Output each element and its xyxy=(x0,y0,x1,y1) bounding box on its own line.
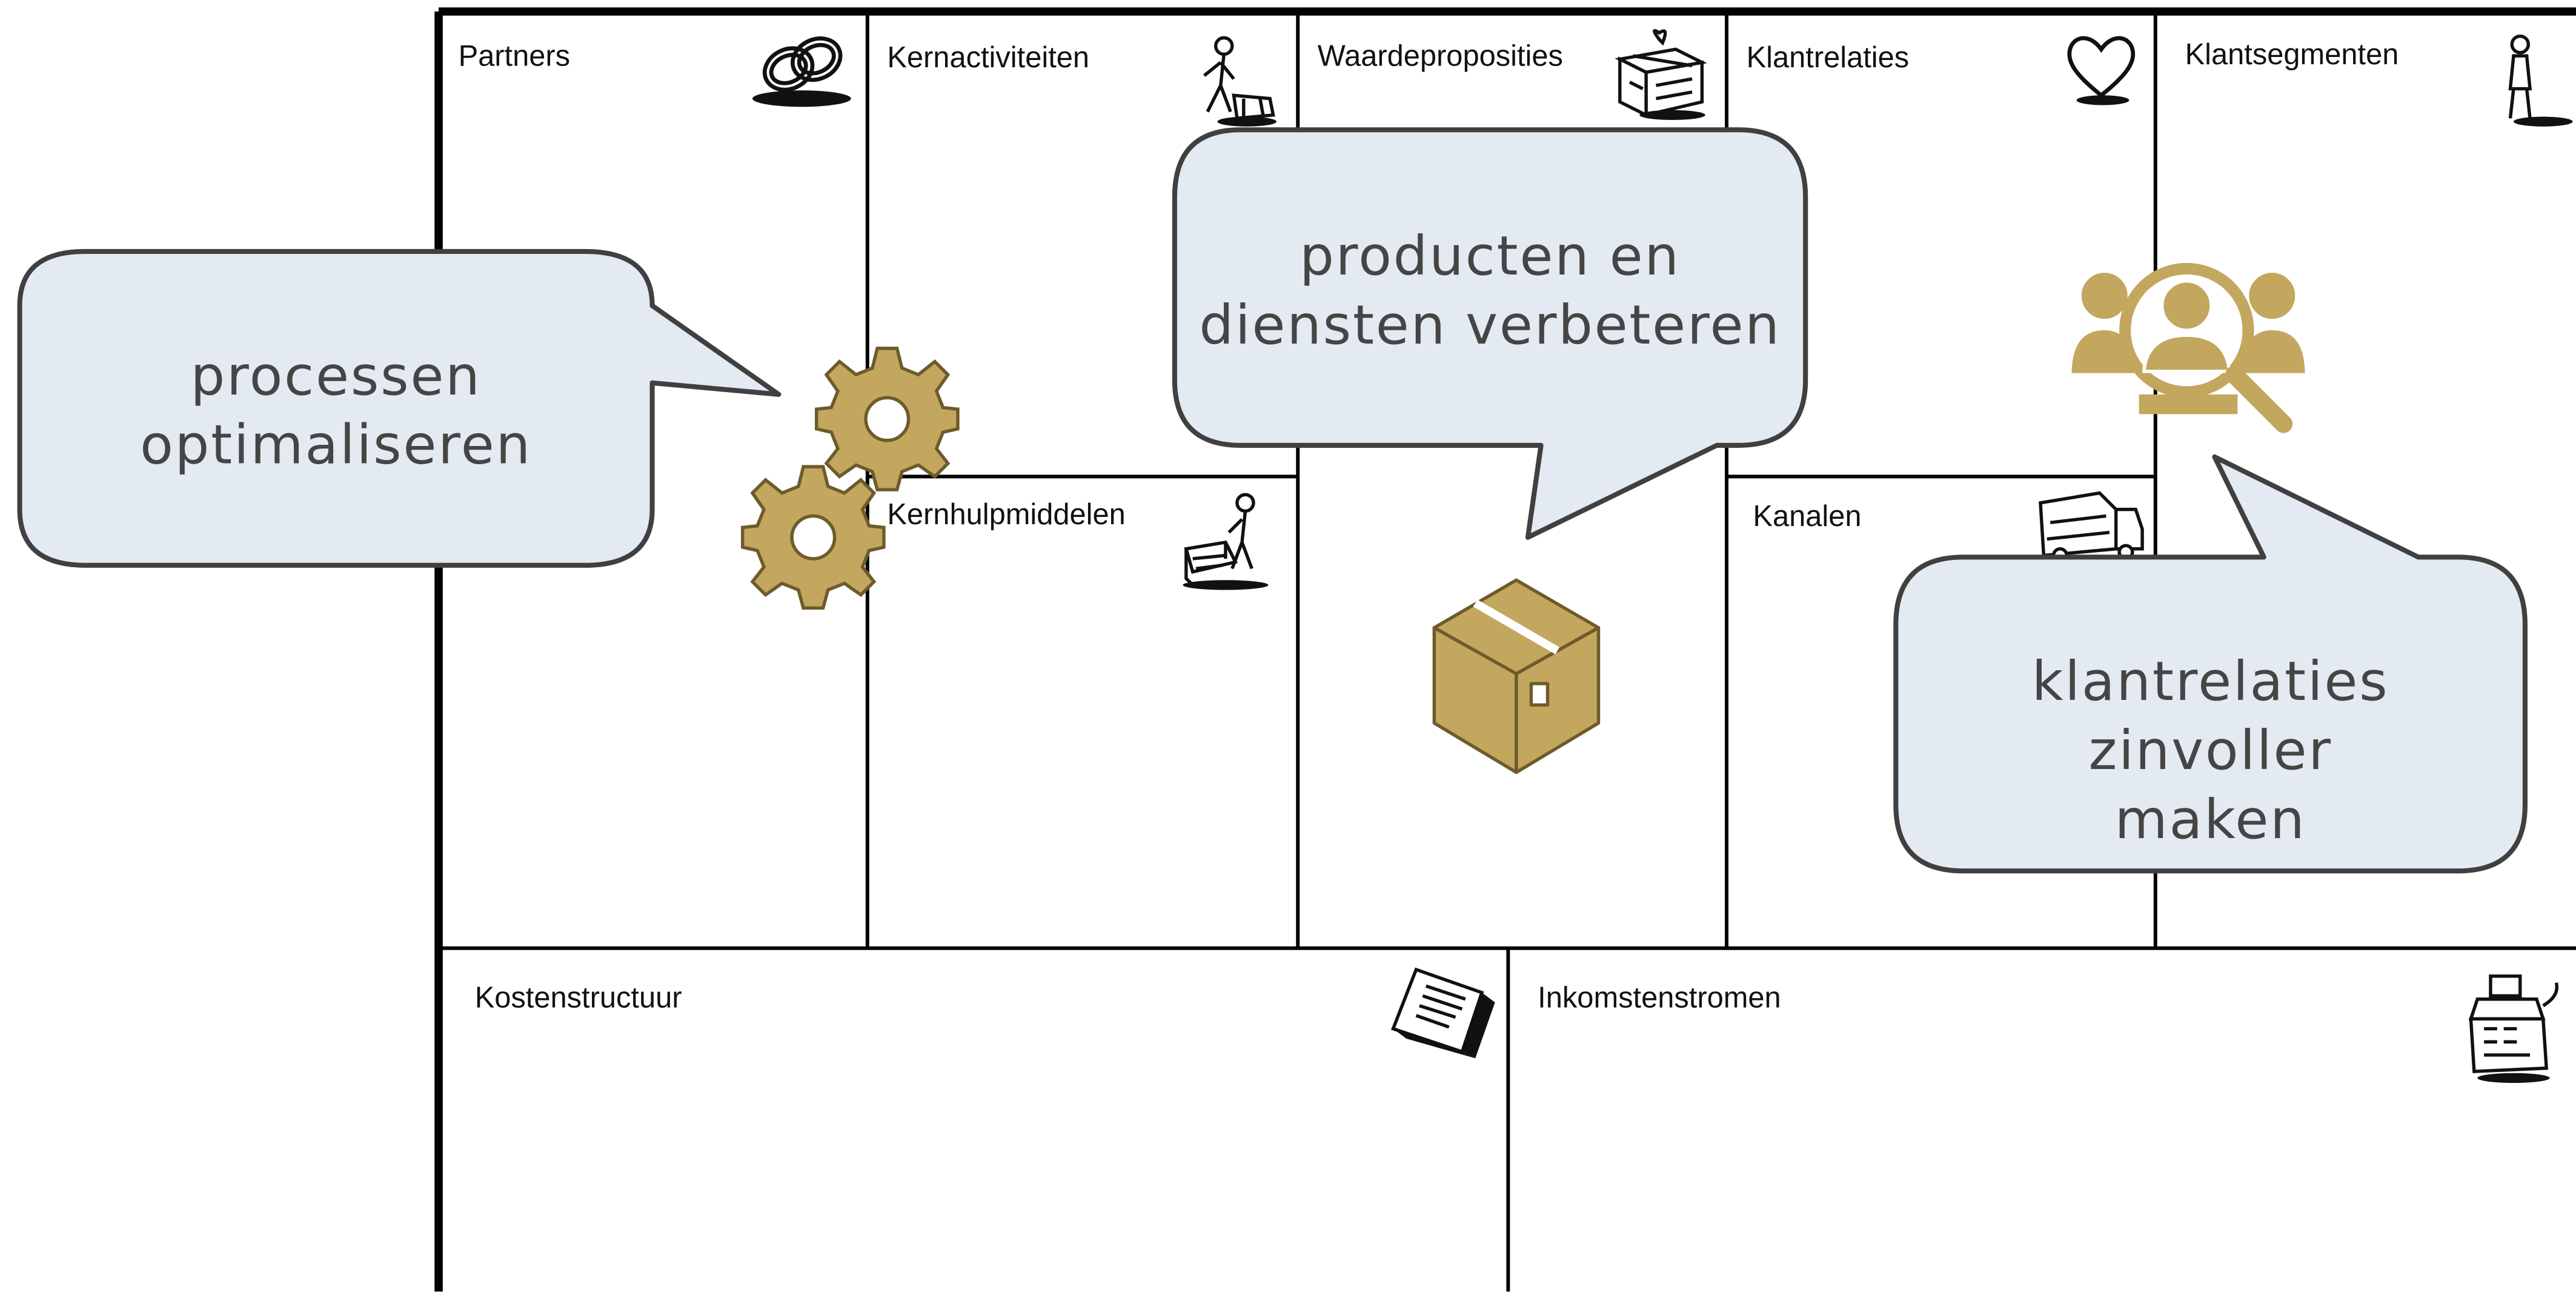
bubble-processes-text: processen optimaliseren xyxy=(53,342,620,480)
cell-label-kanalen: Kanalen xyxy=(1753,499,1862,533)
bubble-relations-line1: klantrelaties zinvoller xyxy=(2031,649,2389,782)
cash-register-icon xyxy=(2468,974,2559,1084)
bubble-relations-text: klantrelaties zinvoller maken xyxy=(1902,647,2518,854)
bubble-products-text: producten en diensten verbeteren xyxy=(1183,222,1797,360)
truck-icon xyxy=(2039,491,2144,564)
bubble-products-line2: diensten verbeteren xyxy=(1199,292,1781,357)
bubble-products-line1: producten en xyxy=(1300,223,1681,288)
heart-icon xyxy=(2067,36,2136,105)
cell-label-klantsegmenten: Klantsegmenten xyxy=(2185,38,2399,71)
bubble-processes-line2: optimaliseren xyxy=(140,412,532,477)
person-icon xyxy=(2508,34,2573,127)
cell-label-kostenstructuur: Kostenstructuur xyxy=(474,981,682,1014)
bubble-relations xyxy=(1893,454,2528,874)
forklift-worker-icon xyxy=(1183,493,1269,590)
cell-label-kernhulpmiddelen: Kernhulpmiddelen xyxy=(887,498,1126,531)
cell-label-partners: Partners xyxy=(458,39,571,73)
cell-label-klantrelaties: Klantrelaties xyxy=(1746,41,1910,75)
gift-box-icon xyxy=(1615,28,1707,120)
gears-icon xyxy=(740,347,960,610)
rings-icon xyxy=(752,36,851,107)
worker-icon xyxy=(1203,36,1277,127)
customer-search-icon xyxy=(2068,262,2308,433)
bubble-processes-line1: processen xyxy=(190,343,482,408)
bubble-products xyxy=(1172,127,1808,540)
cell-label-kernactiviteiten: Kernactiviteiten xyxy=(887,41,1090,75)
package-box-icon xyxy=(1432,578,1601,774)
invoice-icon xyxy=(1390,967,1495,1059)
bubble-processes xyxy=(17,248,782,568)
cell-label-inkomstenstromen: Inkomstenstromen xyxy=(1538,981,1781,1014)
bubble-relations-line2: maken xyxy=(2114,787,2306,851)
cell-label-waardeproposities: Waardeproposities xyxy=(1317,39,1563,73)
